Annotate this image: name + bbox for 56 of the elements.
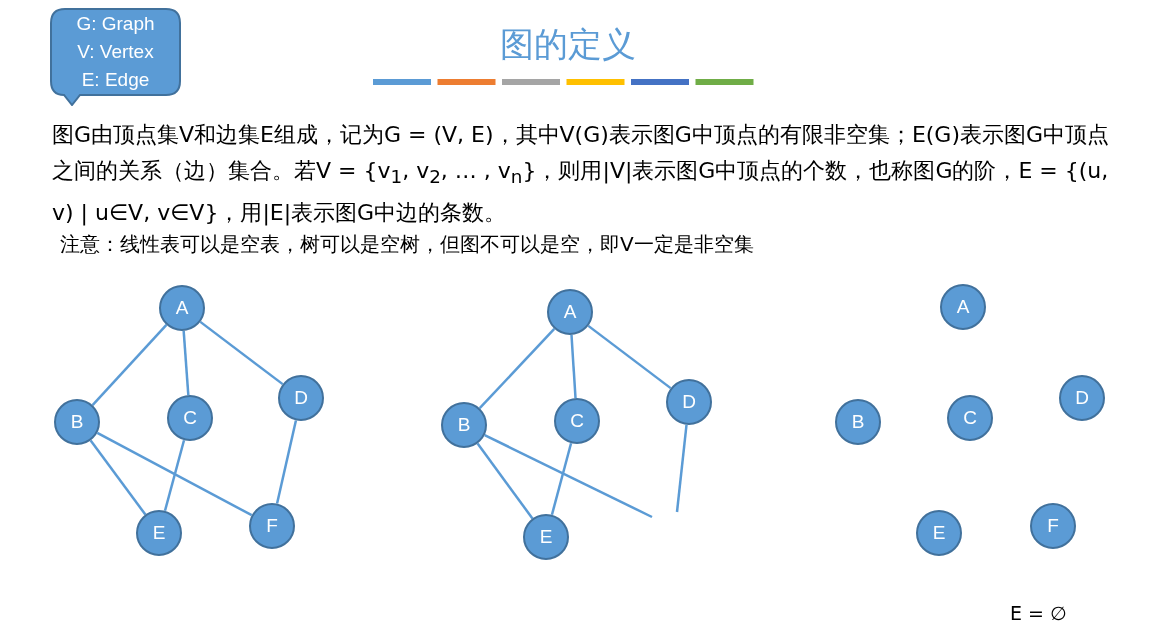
edge-line <box>478 327 556 410</box>
dangling-edge <box>675 424 688 513</box>
vertex-circle <box>278 375 324 421</box>
edge-line <box>476 442 534 520</box>
empty-set-formula: E = ∅ <box>1010 601 1068 626</box>
node-label: E <box>539 526 553 548</box>
node-label: F <box>1047 515 1059 537</box>
vertex-circle <box>916 510 962 556</box>
vertex-circle <box>441 402 487 448</box>
callout-box <box>50 8 181 106</box>
node-label: B <box>70 411 84 433</box>
node-label: E: Edge <box>81 68 150 92</box>
node-label: E <box>152 522 166 544</box>
edge-line <box>199 320 284 386</box>
edge-line <box>587 324 672 390</box>
node-label: B <box>457 414 471 436</box>
edge-line <box>550 442 573 516</box>
node-label: B <box>851 411 865 433</box>
node-label: G: Graph <box>76 12 155 36</box>
edge-line <box>182 330 190 396</box>
vertex-circle <box>167 395 213 441</box>
node-label: A <box>175 297 189 319</box>
node-label: C <box>963 407 977 429</box>
vertex-circle <box>547 289 593 335</box>
node-label: A <box>956 296 970 318</box>
vertex-circle <box>666 379 712 425</box>
node-label: D <box>1075 387 1089 409</box>
edge-line <box>163 439 186 512</box>
vertex-circle <box>54 399 100 445</box>
vertex-circle <box>159 285 205 331</box>
edge-line <box>96 431 253 517</box>
node-label: D <box>294 387 308 409</box>
edge-line <box>89 439 147 516</box>
vertex-circle <box>136 510 182 556</box>
node-label: F <box>266 515 278 537</box>
vertex-circle <box>1030 503 1076 549</box>
vertex-circle <box>1059 375 1105 421</box>
title: 图的定义 <box>499 23 637 66</box>
definition-paragraph: 图G由顶点集V和边集E组成，记为G = (V, E)，其中V(G)表示图G中顶点的有限非空集；E(G)表示图G中顶点之间的关系（边）集合。若V = {v$_{1}$, v$_{2}$, … , v$_{n}$}，则用|V|表示图G中顶点的个数，也称图G的阶，E = {(u, v) | u∈V, v∈V}，用|E|表示图G中边的条数。 <box>52 121 1111 228</box>
edge-line <box>570 334 577 399</box>
vertex-circle <box>940 284 986 330</box>
edge-line <box>275 420 298 504</box>
dangling-edge <box>484 434 653 519</box>
node-label: C <box>183 407 197 429</box>
node-label: C <box>570 410 584 432</box>
node-label: A <box>563 301 577 323</box>
vertex-circle <box>835 399 881 445</box>
vertex-circle <box>947 395 993 441</box>
vertex-circle <box>554 398 600 444</box>
vertex-circle <box>523 514 569 560</box>
edge-line <box>91 324 168 406</box>
node-label: D <box>682 391 696 413</box>
node-label: E <box>932 522 946 544</box>
note-text: 注意：线性表可以是空表，树可以是空树，但图不可以是空，即V一定是非空集 <box>60 231 755 258</box>
node-label: V: Vertex <box>77 40 154 64</box>
vertex-circle <box>249 503 295 549</box>
